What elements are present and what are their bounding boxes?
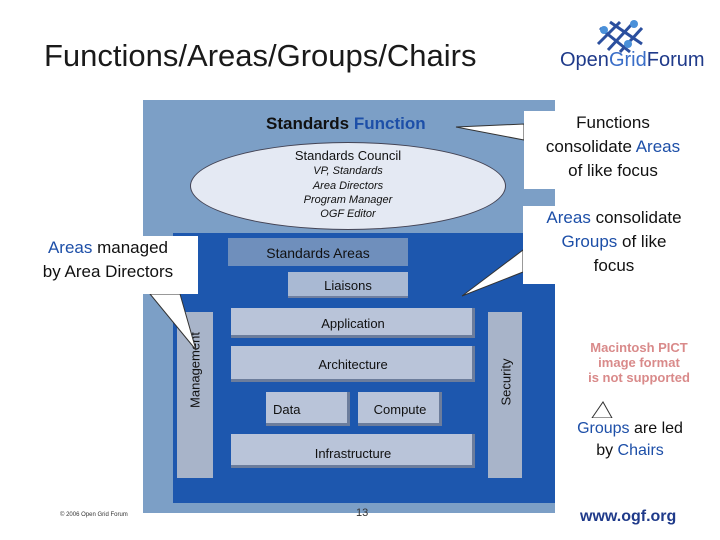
callout-groups-line2-b: Chairs <box>617 442 664 459</box>
data-bar <box>266 392 350 426</box>
council-line-program-manager: Program Manager <box>303 194 393 206</box>
pict-line-3: is not supported <box>588 370 690 385</box>
compute-bar <box>358 392 442 426</box>
groups-pointer <box>591 401 613 419</box>
liaisons-box <box>288 272 408 298</box>
callout-functions-line2-a: consolidate <box>545 137 636 156</box>
callout-areas-cons-line1-b: consolidate <box>590 208 682 227</box>
pict-unsupported-notice: Macintosh PICT image format is not suppo… <box>576 340 702 385</box>
application-bar <box>231 308 475 338</box>
security-bar <box>488 312 522 478</box>
pict-line-1: Macintosh PICT <box>590 340 688 355</box>
architecture-label: Architecture <box>318 357 388 372</box>
grid-logo-icon <box>596 20 644 54</box>
functions-pointer <box>455 123 525 141</box>
callout-areas-cons-line2-a: Groups <box>561 232 618 251</box>
standards-function-highlight: Function <box>353 114 426 133</box>
data-label: Data <box>273 402 301 417</box>
infrastructure-bar <box>231 434 475 468</box>
callout-groups-line1-a: Groups <box>577 420 630 437</box>
standards-function-label: Standards Function <box>266 114 426 134</box>
liaisons-label: Liaisons <box>324 278 372 293</box>
callout-functions-line3: of like focus <box>568 161 658 180</box>
callout-functions-line2: consolidate Areas <box>524 135 702 159</box>
callout-areas-managed: Areas managed by Area Directors <box>18 236 198 294</box>
callout-areas-managed-line2: by Area Directors <box>42 262 174 281</box>
page-number: 13 <box>356 507 369 519</box>
logo-forum: Forum <box>646 49 705 71</box>
callout-groups-line2-a: by <box>596 442 618 459</box>
standards-areas-box <box>228 238 408 266</box>
logo-grid: Grid <box>608 49 647 71</box>
infrastructure-label: Infrastructure <box>314 446 392 461</box>
compute-label: Compute <box>373 402 427 417</box>
architecture-bar <box>231 346 475 382</box>
logo-open: Open <box>560 49 609 71</box>
callout-areas-cons-line1-a: Areas <box>546 208 591 227</box>
management-bar <box>177 312 213 478</box>
callout-functions-line1: Functions <box>576 113 650 132</box>
website-url: www.ogf.org <box>580 508 677 525</box>
areas-consolidate-pointer <box>461 248 524 297</box>
standards-council-ellipse: Standards Council VP, Standards Area Dir… <box>190 142 506 230</box>
callout-areas-managed-line1-b: managed <box>92 238 169 257</box>
application-label: Application <box>321 316 385 331</box>
page-title: Functions/Areas/Groups/Chairs <box>44 38 477 73</box>
callout-areas-cons-line2-b: of like <box>617 232 667 251</box>
callout-groups-line1: Groups are led <box>560 418 700 440</box>
standards-function-prefix: Standards <box>266 114 354 133</box>
areas-managed-pointer <box>148 293 197 351</box>
copyright-notice: © 2006 Open Grid Forum <box>60 512 128 518</box>
callout-areas-managed-line1: Areas managed <box>18 236 198 260</box>
standards-areas-label: Standards Areas <box>266 245 370 261</box>
callout-areas-cons-line3: focus <box>593 256 635 275</box>
callout-areas-managed-line1-a: Areas <box>47 238 93 257</box>
callout-groups-line1-b: are led <box>629 420 683 437</box>
callout-functions: Functions consolidate Areas of like focu… <box>524 111 702 189</box>
callout-functions-line2-b: Areas <box>635 137 681 156</box>
pict-line-2: image format <box>598 355 680 370</box>
callout-groups-line2: by Chairs <box>560 440 700 462</box>
callout-areas-cons-line2: Groups of like <box>523 230 705 254</box>
logo-wordmark: OpenGridForum <box>560 49 705 72</box>
council-line-ogf-editor: OGF Editor <box>320 208 376 220</box>
callout-areas-consolidate: Areas consolidate Groups of like focus <box>523 206 705 284</box>
council-line-area-directors: Area Directors <box>312 180 384 192</box>
callout-groups: Groups are led by Chairs <box>560 418 700 468</box>
council-title: Standards Council <box>294 148 402 163</box>
council-line-vp: VP, Standards <box>313 165 383 177</box>
callout-areas-cons-line1: Areas consolidate <box>523 206 705 230</box>
